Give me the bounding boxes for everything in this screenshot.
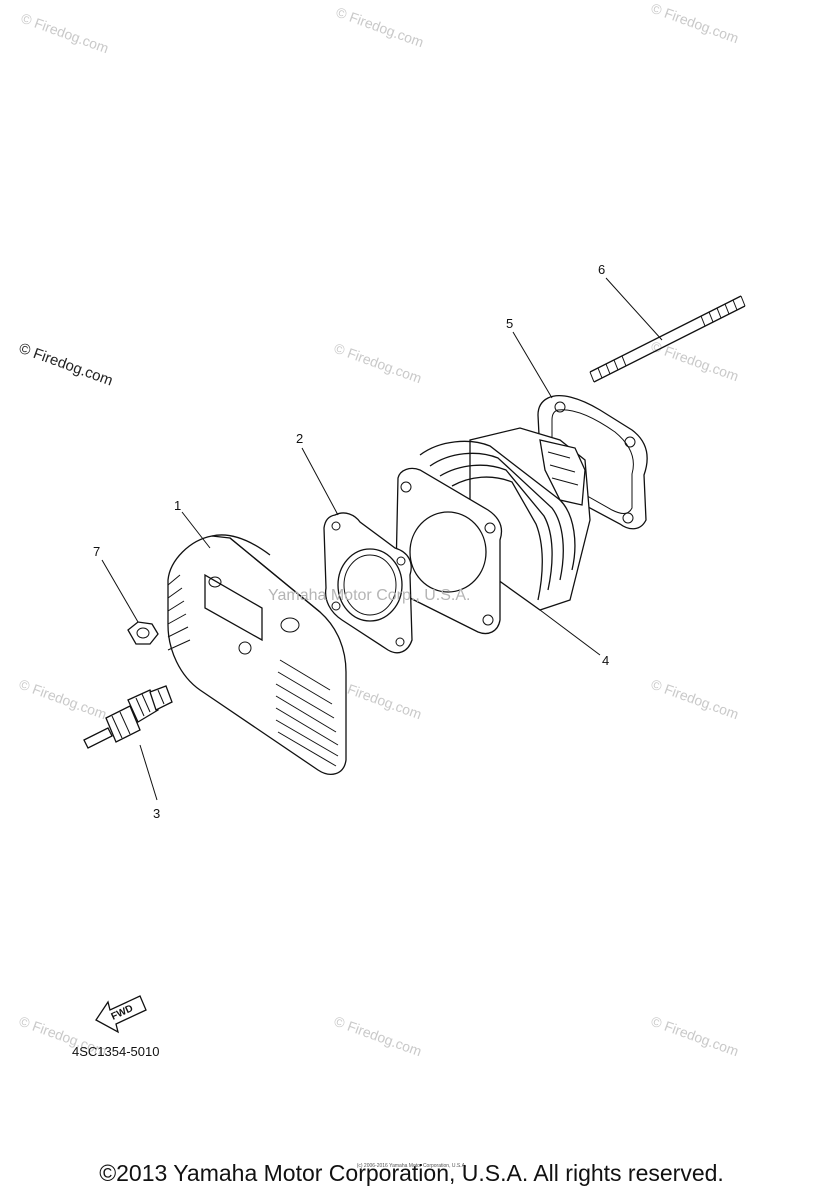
watermark-text: © Firedog.com [649,1013,741,1060]
watermark-text: © Firedog.com [334,4,426,51]
watermark-text: © Firedog.com [332,1013,424,1060]
part-stud-bolt [589,295,746,383]
tiny-credit: (c) 2006-2016 Yamaha Motor Corporation, … [356,1163,467,1169]
watermark-text: © Firedog.com [649,0,741,46]
callout-7: 7 [93,544,100,559]
callout-2: 2 [296,431,303,446]
part-nut [127,621,159,645]
part-base-gasket [537,395,648,530]
fwd-arrow-icon: FWD [95,995,147,1034]
watermark-text: © Firedog.com [17,340,115,390]
watermark-text: © Firedog.com [17,676,109,723]
watermark-text: © Firedog.com [649,676,741,723]
callout-numbers: 1 2 3 4 5 6 7 [93,262,609,821]
callout-6: 6 [598,262,605,277]
callout-leaders [101,277,663,801]
part-spark-plug [83,685,173,749]
callout-1: 1 [174,498,181,513]
watermark-text: © Firedog.com [332,340,424,387]
watermark-text: © Firedog.com [649,338,741,385]
part-head-gasket [323,512,413,654]
part-code: 4SC1354-5010 [72,1044,159,1059]
callout-4: 4 [602,653,609,668]
part-cylinder-head [167,534,347,775]
copyright-notice: ©2013 Yamaha Motor Corporation, U.S.A. A… [99,1160,724,1186]
part-cylinder [395,427,591,635]
callout-3: 3 [153,806,160,821]
callout-5: 5 [506,316,513,331]
watermarks: © Firedog.com © Firedog.com © Firedog.co… [17,0,741,1059]
watermark-text: © Firedog.com [19,10,111,57]
center-watermark: Yamaha Motor Corp., U.S.A. [268,587,470,604]
